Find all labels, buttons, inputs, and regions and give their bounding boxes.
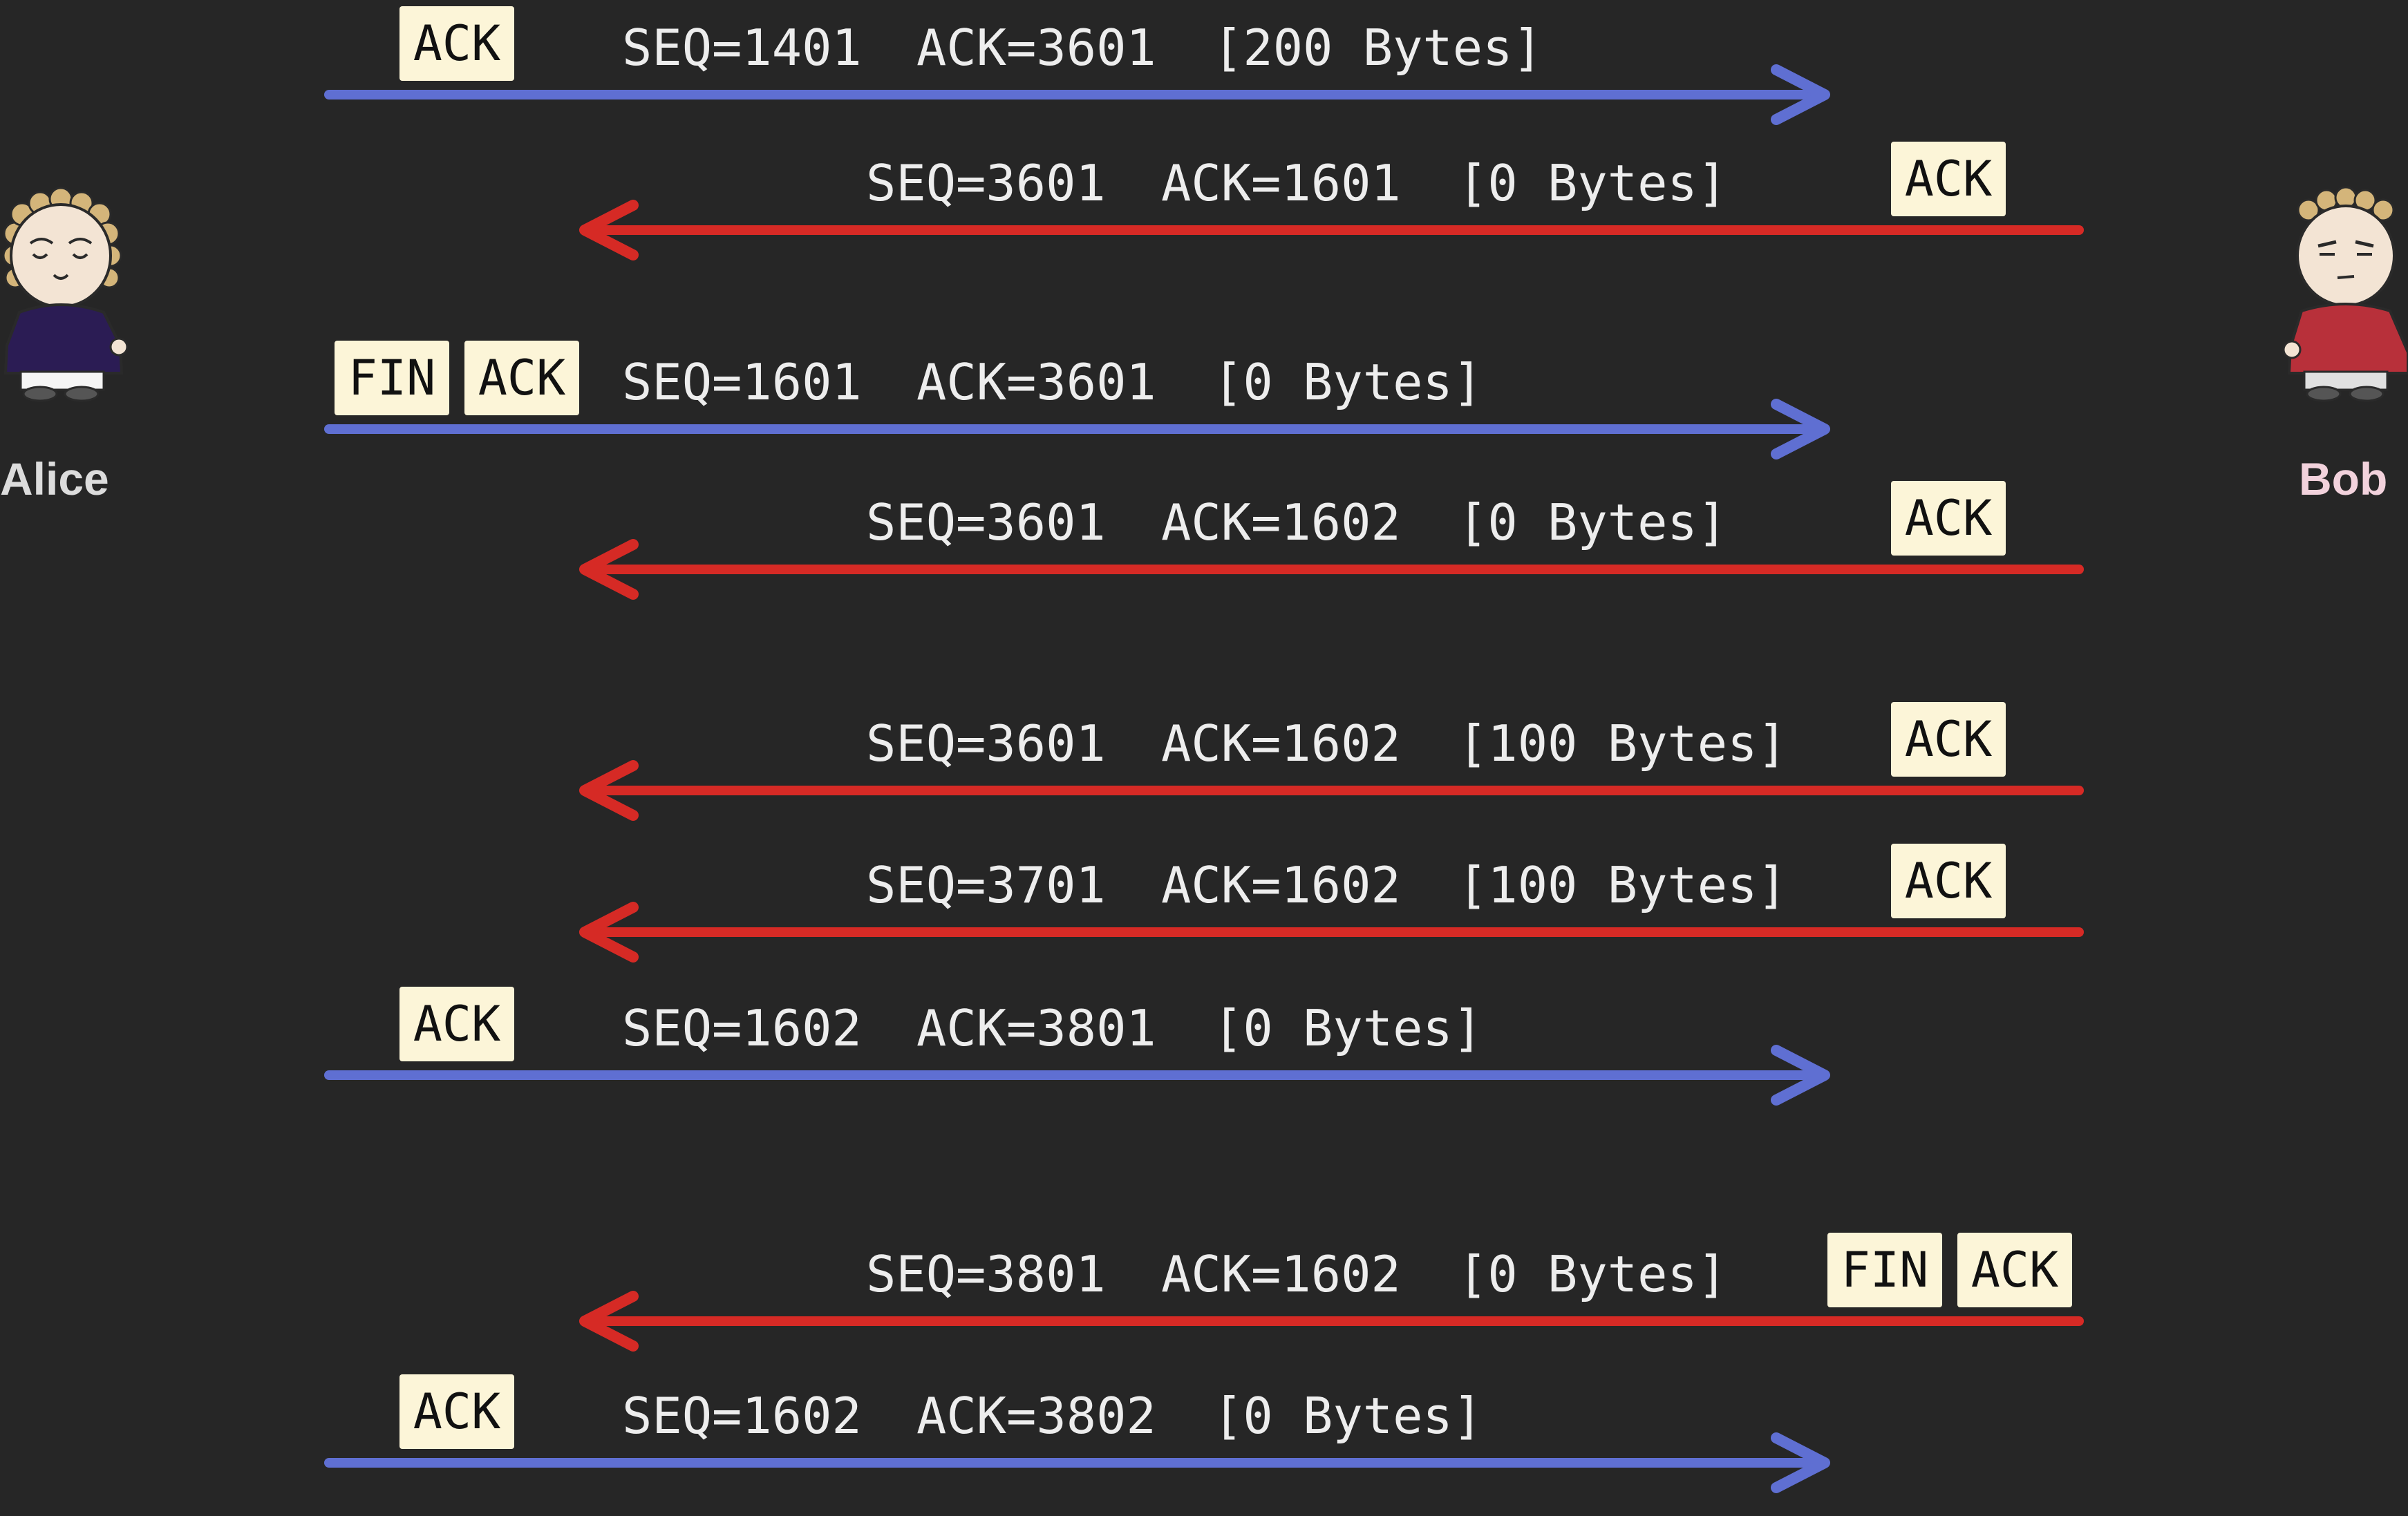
length-label: [100 Bytes] [1458, 856, 1787, 914]
seq-label: SEQ=3801 [866, 1245, 1106, 1303]
flag-badge-ack: ACK [1891, 844, 2006, 918]
flag-badge-ack: ACK [1891, 702, 2006, 777]
ack-label: ACK=1601 [1161, 154, 1401, 212]
arrow-head [579, 902, 639, 963]
flag-badge-ack: ACK [399, 6, 514, 81]
flag-badge-fin: FIN [335, 341, 449, 415]
length-label: [0 Bytes] [1213, 999, 1483, 1057]
seq-label: SEQ=3601 [866, 154, 1106, 212]
alice-name: Alice [0, 453, 109, 504]
length-label: [0 Bytes] [1458, 154, 1728, 212]
arrow-head [579, 1291, 639, 1352]
ack-label: ACK=1602 [1161, 1245, 1401, 1303]
arrow-head [1771, 64, 1830, 125]
arrow-head [1771, 1045, 1830, 1106]
ack-label: ACK=3802 [916, 1387, 1156, 1445]
ack-label: ACK=3801 [916, 999, 1156, 1057]
arrow-head [1771, 1432, 1830, 1493]
ack-label: ACK=1602 [1161, 493, 1401, 551]
bob-name: Bob [2299, 453, 2388, 504]
message-row: SEQ=1401 ACK=3601 [200 Bytes] ACK [0, 0, 2408, 125]
arrow-head [579, 539, 639, 600]
ack-label: ACK=1602 [1161, 856, 1401, 914]
flag-badge-ack: ACK [1891, 481, 2006, 556]
bob-avatar-icon [2282, 187, 2408, 402]
flag-badge-fin: FIN [1827, 1233, 1942, 1307]
seq-label: SEQ=1602 [622, 1387, 862, 1445]
ack-label: ACK=1602 [1161, 714, 1401, 773]
ack-label: ACK=3601 [916, 19, 1156, 77]
length-label: [0 Bytes] [1213, 353, 1483, 411]
length-label: [0 Bytes] [1458, 1245, 1728, 1303]
flag-badge-ack: ACK [1891, 142, 2006, 216]
seq-label: SEQ=1602 [622, 999, 862, 1057]
length-label: [100 Bytes] [1458, 714, 1787, 773]
message-row: SEQ=3601 ACK=1601 [0 Bytes] ACK [0, 0, 2408, 260]
length-label: [200 Bytes] [1213, 19, 1543, 77]
seq-label: SEQ=1401 [622, 19, 862, 77]
length-label: [0 Bytes] [1458, 493, 1728, 551]
flag-badge-ack: ACK [399, 987, 514, 1061]
flag-badge-ack: ACK [464, 341, 579, 415]
arrow-head [579, 200, 639, 260]
alice-avatar-icon [2, 187, 129, 402]
flag-badge-ack: ACK [1957, 1233, 2072, 1307]
flag-badge-ack: ACK [399, 1374, 514, 1449]
seq-label: SEQ=3601 [866, 714, 1106, 773]
arrow-head [579, 760, 639, 821]
bob-hair-icon [2297, 187, 2395, 231]
length-label: [0 Bytes] [1213, 1387, 1483, 1445]
seq-label: SEQ=3701 [866, 856, 1106, 914]
seq-label: SEQ=3601 [866, 493, 1106, 551]
seq-label: SEQ=1601 [622, 353, 862, 411]
ack-label: ACK=3601 [916, 353, 1156, 411]
arrow-head [1771, 399, 1830, 459]
